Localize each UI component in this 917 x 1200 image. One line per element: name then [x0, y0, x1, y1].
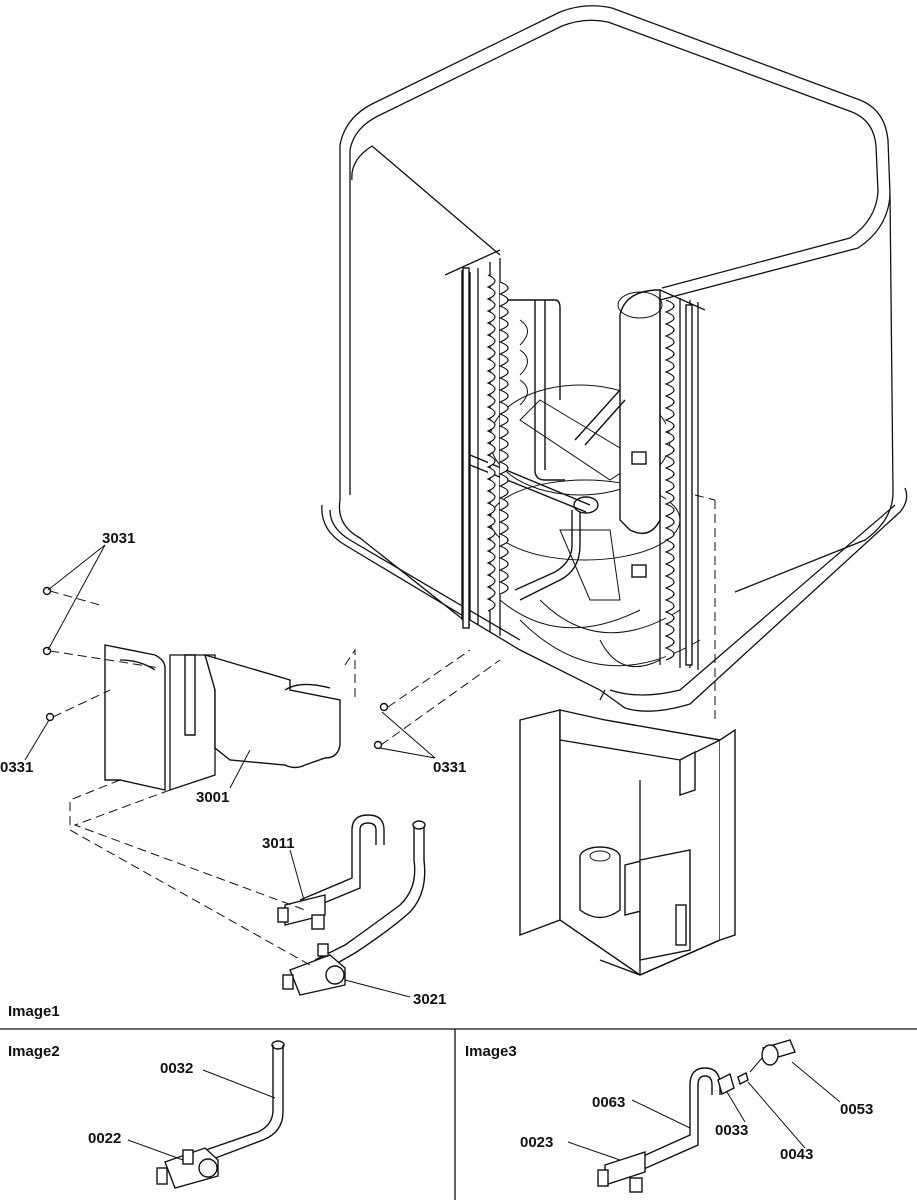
callout-0022: 0022	[88, 1130, 121, 1147]
panel-image3: Image3 0063 0033 0043 0053 0023	[465, 1039, 873, 1193]
callout-3011: 3011	[262, 835, 295, 852]
valve-3011	[277, 814, 385, 930]
corner-posts	[444, 249, 706, 666]
screw-0331-right-a	[379, 702, 389, 712]
callout-0063: 0063	[592, 1094, 625, 1111]
cabinet-top-rim	[339, 5, 891, 500]
left-coil	[461, 258, 528, 636]
leader-0032	[202, 1069, 276, 1099]
callout-3001: 3001	[196, 789, 229, 806]
panel-title-image3: Image3	[465, 1043, 517, 1060]
valve-3021	[282, 820, 426, 996]
panel-title-image2: Image2	[8, 1043, 60, 1060]
interior-tubing	[469, 299, 626, 601]
leader-0053	[791, 1061, 841, 1103]
leader-0022	[127, 1139, 184, 1161]
accumulator	[617, 289, 663, 578]
callout-0331-left: 0331	[0, 759, 33, 776]
panel-dividers	[0, 1028, 917, 1200]
valve-tube-assembly-image3	[597, 1067, 721, 1193]
control-box	[519, 709, 736, 976]
callout-0023: 0023	[520, 1134, 553, 1151]
callout-0053: 0053	[840, 1101, 873, 1118]
leader-lines	[24, 544, 436, 998]
callout-3031: 3031	[102, 530, 135, 547]
callout-0331-right: 0331	[433, 759, 466, 776]
callout-0033: 0033	[715, 1122, 748, 1139]
panel-image2: Image2 0032 0022	[8, 1040, 285, 1189]
fitting-0033	[717, 1072, 735, 1096]
switch-0053	[749, 1039, 796, 1073]
screw-3031-b	[42, 646, 52, 656]
callout-0043: 0043	[780, 1146, 813, 1163]
access-panel-3001	[104, 644, 341, 791]
panel-image1: 3031 0331 0331 3001 3011 3021 Image1	[0, 5, 908, 1020]
leader-0033	[726, 1091, 746, 1123]
screw-0331-right-b	[373, 740, 383, 750]
leader-0023	[567, 1141, 621, 1161]
fitting-0043	[737, 1071, 749, 1086]
panel-title-image1: Image1	[8, 1003, 60, 1020]
callout-3021: 3021	[413, 991, 446, 1008]
screw-0331-left	[45, 712, 55, 722]
base-pan	[321, 487, 908, 712]
assembly-lines	[49, 494, 716, 966]
leader-0063	[631, 1099, 691, 1129]
cabinet-walls	[338, 150, 894, 626]
leader-0043	[747, 1081, 806, 1149]
callout-0032: 0032	[160, 1060, 193, 1077]
